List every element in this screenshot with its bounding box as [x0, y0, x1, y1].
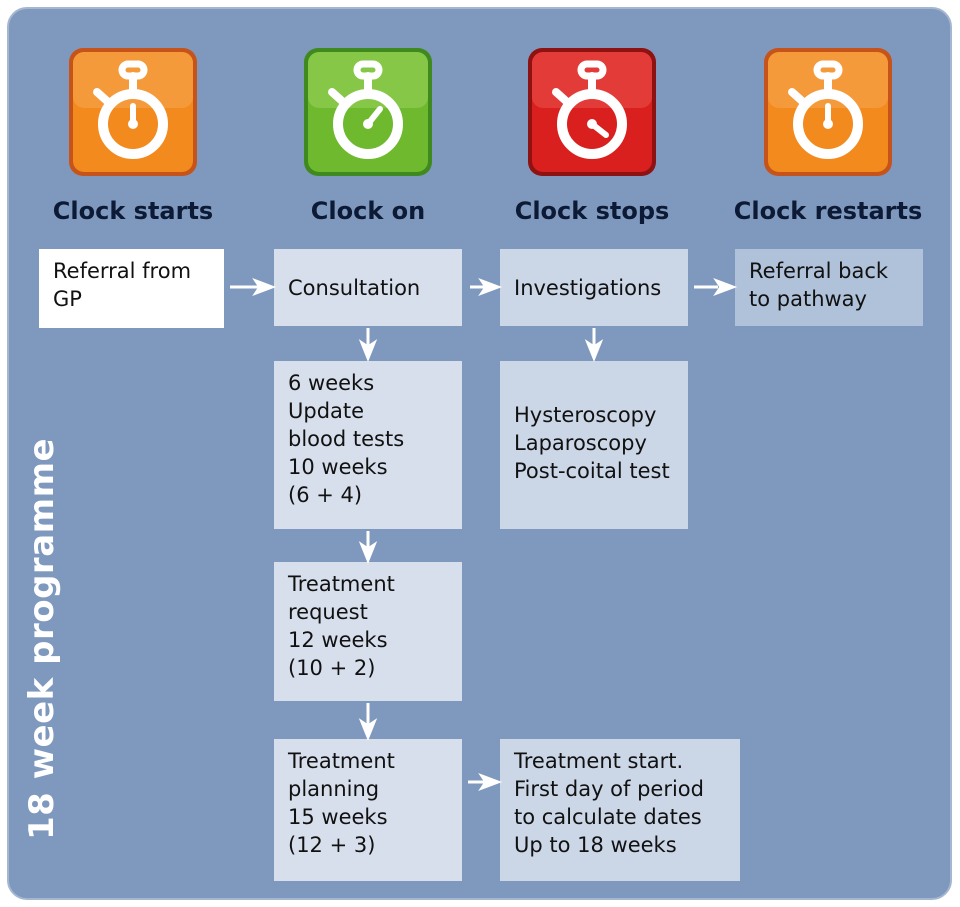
programme-side-label: 18 week programme: [22, 437, 62, 840]
box-line: to calculate dates: [514, 805, 702, 829]
box-line: 10 weeks: [288, 455, 388, 479]
box-line: Update: [288, 399, 365, 423]
referral-from-gp-box: Referral from GP: [39, 249, 224, 328]
box-line: request: [288, 600, 368, 624]
box-line: Post-coital test: [514, 459, 670, 483]
box-line: Treatment start.: [514, 749, 684, 773]
box-line: Hysteroscopy: [514, 403, 657, 427]
box-line: Treatment: [288, 572, 395, 596]
consultation-box: Consultation: [274, 249, 462, 326]
clock-on-label: Clock on: [310, 197, 426, 225]
box-line: Referral from: [53, 259, 192, 283]
stopwatch-orange-restart-icon: [762, 46, 894, 178]
box-line: (10 + 2): [288, 656, 376, 680]
clock-starts-label: Clock starts: [52, 197, 214, 225]
investigation-tests-box: Hysteroscopy Laparoscopy Post-coital tes…: [500, 361, 688, 529]
box-line: First day of period: [514, 777, 704, 801]
box-line: Investigations: [514, 275, 662, 300]
box-line: Treatment: [288, 749, 395, 773]
box-line: (12 + 3): [288, 833, 376, 857]
box-line: planning: [288, 777, 380, 801]
treatment-request-box: Treatment request 12 weeks (10 + 2): [274, 562, 462, 701]
six-weeks-box: 6 weeks Update blood tests 10 weeks (6 +…: [274, 361, 462, 529]
box-line: (6 + 4): [288, 483, 363, 507]
box-line: to pathway: [749, 287, 867, 311]
treatment-start-box: Treatment start. First day of period to …: [500, 739, 740, 881]
referral-back-box: Referral back to pathway: [735, 249, 923, 326]
box-line: blood tests: [288, 427, 405, 451]
treatment-planning-box: Treatment planning 15 weeks (12 + 3): [274, 739, 462, 881]
box-line: Laparoscopy: [514, 431, 647, 455]
box-line: Consultation: [288, 275, 421, 300]
investigations-box: Investigations: [500, 249, 688, 326]
box-line: Referral back: [749, 259, 889, 283]
clock-stops-label: Clock stops: [514, 197, 670, 225]
box-line: GP: [53, 287, 82, 311]
box-line: 6 weeks: [288, 371, 375, 395]
stopwatch-orange-icon: [67, 46, 199, 178]
box-line: 15 weeks: [288, 805, 388, 829]
box-line: 12 weeks: [288, 628, 388, 652]
box-line: Up to 18 weeks: [514, 833, 677, 857]
clock-restarts-label: Clock restarts: [733, 197, 923, 225]
stopwatch-red-icon: [526, 46, 658, 178]
stopwatch-green-icon: [302, 46, 434, 178]
